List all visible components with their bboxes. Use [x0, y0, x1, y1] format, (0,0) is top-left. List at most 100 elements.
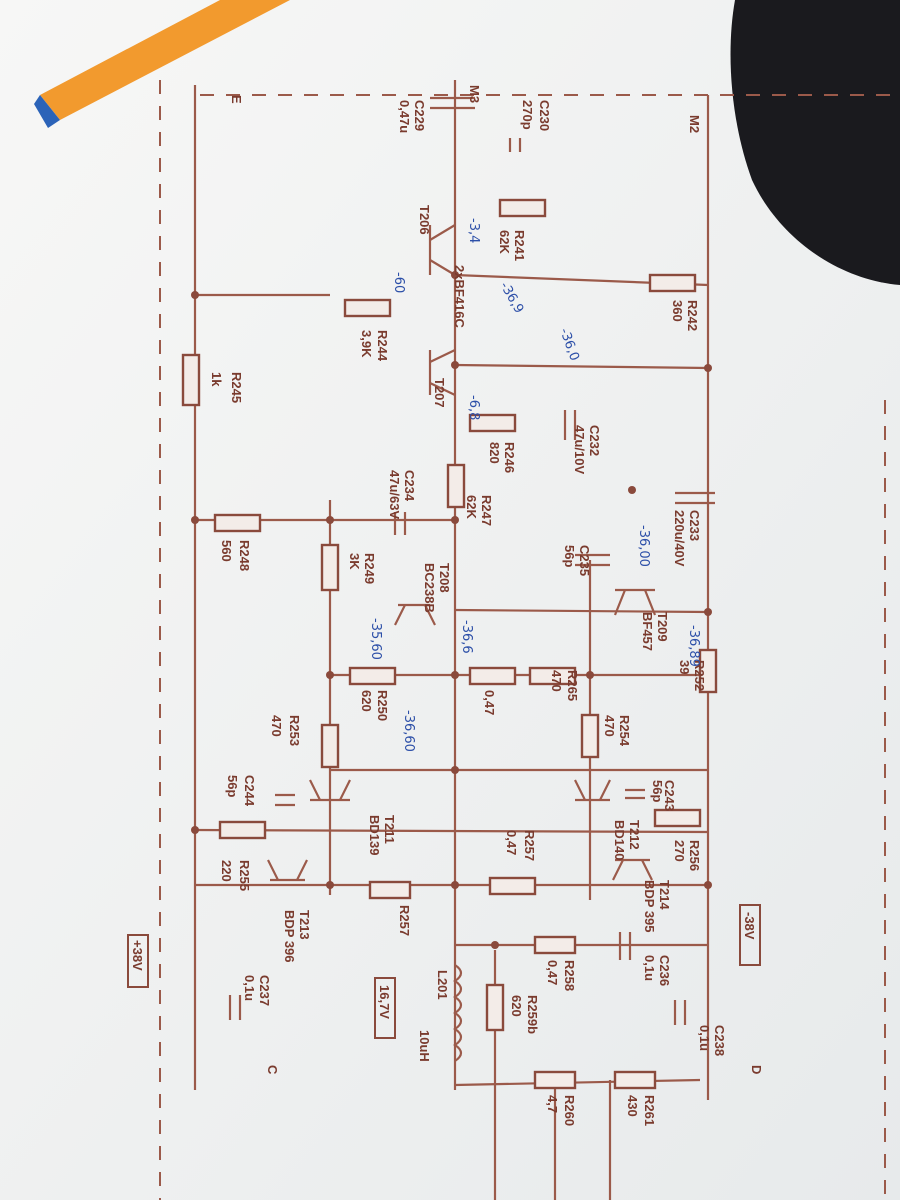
capacitor-c232 [563, 410, 577, 440]
label-r257: R257 [397, 905, 412, 936]
value-c232: 47u/10V [572, 425, 587, 474]
type-t212: BD140 [612, 820, 627, 860]
value-c234: 47u/63V [387, 470, 402, 519]
label-r246: R246 [502, 442, 517, 473]
label-l201: L201 [435, 970, 450, 1000]
label-r254: R254 [617, 715, 632, 747]
transistor-t211 [309, 779, 351, 802]
resistor-r246 [468, 413, 517, 433]
transistor-t214 [612, 858, 653, 881]
label-c234: C234 [402, 470, 417, 502]
label-d: D [749, 1065, 764, 1074]
transistor-t209 [613, 588, 657, 616]
resistor-r252 [698, 648, 718, 694]
type-t206: 2xBF416C [452, 265, 467, 328]
label-r262: R261 [642, 1095, 657, 1126]
capacitor-c233 [675, 491, 715, 505]
resistor-r241 [498, 198, 547, 218]
value-r253: 470 [269, 715, 284, 737]
resistor-r254 [580, 713, 600, 759]
label-t211: T211 [382, 815, 397, 844]
resistor-r250 [348, 666, 397, 686]
value-r242: 360 [670, 300, 685, 322]
value-r247: 62K [464, 495, 479, 519]
value-r245: 1k [209, 372, 224, 387]
label-c230: C230 [537, 100, 552, 131]
value-r259b: 0,47 [482, 690, 497, 715]
label-t214: T214 [657, 880, 672, 910]
label-r248: R248 [237, 540, 252, 571]
value-r241: 62K [497, 230, 512, 254]
capacitor-c234 [393, 512, 407, 535]
value-c229: 0,47u [397, 100, 412, 133]
label-c: C [265, 1065, 280, 1075]
label-c233: C233 [687, 510, 702, 541]
label-r255: R255 [237, 860, 252, 891]
label-t206: T206 [417, 205, 432, 235]
resistor-r245 [181, 353, 201, 407]
label-r252: R252 [692, 660, 707, 691]
resistor-r260 [485, 983, 505, 1032]
label-c236: C236 [657, 955, 672, 986]
resistor-r265 [528, 666, 577, 686]
label-t209: T209 [655, 612, 670, 642]
label-r258: R257 [522, 830, 537, 861]
value-r265: 470 [549, 670, 564, 692]
label-t207: T207 [432, 378, 447, 408]
label-c235: C235 [577, 545, 592, 576]
resistor-r259 [533, 935, 577, 955]
camera-case [730, 0, 900, 285]
pencil-object [34, 0, 290, 128]
value-c244: 56p [225, 775, 240, 797]
value-r256: 270 [672, 840, 687, 862]
capacitor-c235 [575, 553, 610, 567]
note-10: -60 [391, 272, 406, 293]
value-c238: 0,1u [697, 1025, 712, 1051]
value-c233: 220u/40V [672, 510, 687, 567]
label-c229: C229 [412, 100, 427, 131]
capacitor-c238 [673, 1000, 687, 1025]
value-r246: 820 [487, 442, 502, 464]
label-v167: 16,7V [377, 985, 392, 1019]
capacitor-c244 [275, 793, 295, 807]
resistor-r249 [320, 543, 340, 592]
value-c236: 0,1u [642, 955, 657, 981]
label-m3: M3 [467, 85, 482, 103]
note-4: -36,00 [636, 525, 651, 567]
value-c237: 0,1u [242, 975, 257, 1001]
capacitor-c229 [430, 96, 475, 110]
label-c244: C244 [242, 775, 257, 807]
type-t214: BDP 395 [642, 880, 657, 933]
transistor-t208 [394, 603, 436, 626]
value-c235: 56p [562, 545, 577, 567]
value-c243: 56p [650, 780, 665, 802]
value-l201: 10uH [417, 1030, 432, 1062]
label-r259: R258 [562, 960, 577, 991]
value-r248: 560 [219, 540, 234, 562]
resistor-r261 [533, 1070, 577, 1090]
type-t213: BDP 396 [282, 910, 297, 963]
resistor-r248 [213, 513, 262, 533]
value-r244: 3,9K [359, 330, 374, 358]
type-t209: BF457 [640, 612, 655, 651]
value-r255: 220 [219, 860, 234, 882]
terminal-plus38-box [127, 934, 149, 988]
label-r260: R259b [525, 995, 540, 1034]
value-c230: 270p [520, 100, 535, 130]
label-t213: T213 [297, 910, 312, 940]
resistor-r258 [488, 876, 537, 896]
label-r265: R265 [565, 670, 580, 701]
label-r241: R241 [512, 230, 527, 261]
resistor-r253 [320, 723, 340, 769]
label-r250: R250 [375, 690, 390, 721]
transistor-t207 [428, 349, 456, 396]
label-r253: R253 [287, 715, 302, 746]
label-c237: C237 [257, 975, 272, 1006]
resistor-r242 [648, 273, 697, 293]
terminal-minus38-box [739, 904, 761, 966]
label-r245: R245 [229, 372, 244, 403]
resistor-r257 [368, 880, 412, 900]
label-c238: C238 [712, 1025, 727, 1056]
resistor-r256 [653, 808, 702, 828]
capacitor-c230 [508, 138, 522, 152]
